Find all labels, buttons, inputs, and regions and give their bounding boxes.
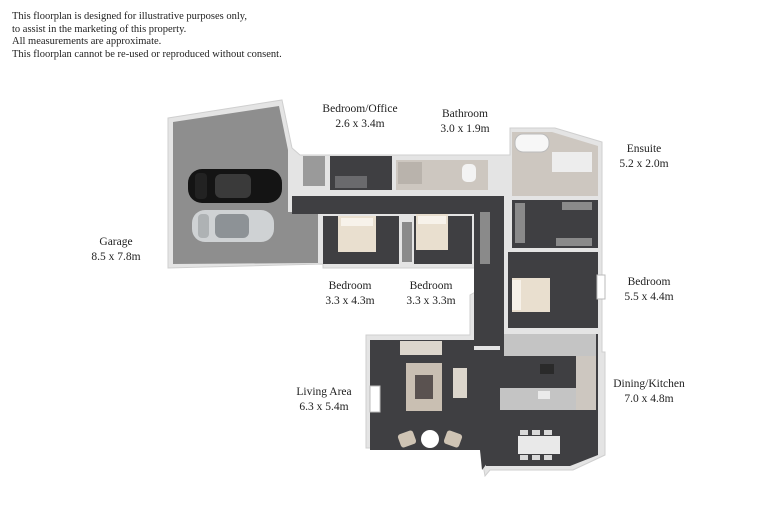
robe-shelving: [562, 202, 592, 210]
room-size: 3.3 x 3.3m: [406, 295, 456, 307]
disclaimer-line: to assist in the marketing of this prope…: [12, 23, 187, 35]
robe-shelving: [515, 203, 525, 243]
room-size: 3.0 x 1.9m: [440, 123, 490, 135]
room-label-dining-kitchen: Dining/Kitchen 7.0 x 4.8m: [604, 377, 694, 407]
disclaimer-line: This floorplan cannot be re-used or repr…: [12, 48, 282, 60]
room-size: 5.5 x 4.4m: [624, 291, 674, 303]
car-icon: [192, 210, 274, 242]
hallway-floor: [292, 196, 504, 214]
coffee-table: [415, 375, 433, 399]
room-name: Bedroom: [328, 280, 372, 292]
wardrobe: [480, 212, 490, 264]
window: [596, 274, 606, 300]
room-label-bedroom: Bedroom 3.3 x 4.3m: [316, 279, 384, 309]
room-size: 2.6 x 3.4m: [335, 118, 385, 130]
window: [369, 385, 381, 413]
stove-icon: [540, 364, 554, 374]
room-name: Ensuite: [626, 143, 662, 155]
room-name: Garage: [99, 236, 133, 248]
armchair: [443, 430, 463, 448]
sink-icon: [538, 391, 550, 399]
room-size: 6.3 x 5.4m: [299, 401, 349, 413]
bed-pillows: [418, 216, 446, 224]
car-icon: [188, 169, 282, 203]
room-label-bathroom: Bathroom 3.0 x 1.9m: [425, 107, 505, 137]
ensuite-vanity: [552, 152, 592, 172]
room-label-living-area: Living Area 6.3 x 5.4m: [286, 385, 362, 415]
disclaimer-line: All measurements are approximate.: [12, 36, 162, 47]
kitchen-bench: [504, 334, 596, 356]
room-name: Bathroom: [442, 108, 488, 120]
room-label-bedroom: Bedroom 3.3 x 3.3m: [397, 279, 465, 309]
room-label-ensuite: Ensuite 5.2 x 2.0m: [607, 142, 681, 172]
room-label-garage: Garage 8.5 x 7.8m: [80, 235, 152, 265]
room-name: Living Area: [296, 386, 352, 398]
room-name: Bedroom: [409, 280, 453, 292]
wardrobe: [402, 222, 412, 262]
room-name: Bedroom/Office: [322, 103, 398, 115]
wardrobe: [303, 156, 325, 186]
toilet: [462, 164, 476, 182]
bed-pillows: [341, 218, 373, 226]
room-name: Bedroom: [627, 276, 671, 288]
kitchen-tiles: [576, 356, 596, 410]
dining-table: [518, 436, 560, 454]
bathtub-icon: [514, 133, 550, 153]
room-label-bedroom: Bedroom 5.5 x 4.4m: [614, 275, 684, 305]
room-size: 5.2 x 2.0m: [619, 158, 669, 170]
disclaimer: This floorplan is designed for illustrat…: [12, 11, 282, 61]
side-table: [421, 430, 439, 448]
sofa: [453, 368, 467, 398]
room-size: 3.3 x 4.3m: [325, 295, 375, 307]
desk: [335, 176, 367, 188]
bed-pillows: [512, 280, 521, 310]
robe-shelving: [556, 238, 592, 246]
disclaimer-line: This floorplan is designed for illustrat…: [12, 11, 247, 22]
room-size: 7.0 x 4.8m: [624, 393, 674, 405]
room-label-bedroom-office: Bedroom/Office 2.6 x 3.4m: [312, 102, 408, 132]
armchair: [397, 430, 417, 448]
bathroom-vanity: [398, 162, 422, 184]
room-size: 8.5 x 7.8m: [91, 251, 141, 263]
sofa: [400, 341, 442, 355]
dining-chairs: [520, 430, 552, 460]
room-name: Dining/Kitchen: [613, 378, 685, 390]
